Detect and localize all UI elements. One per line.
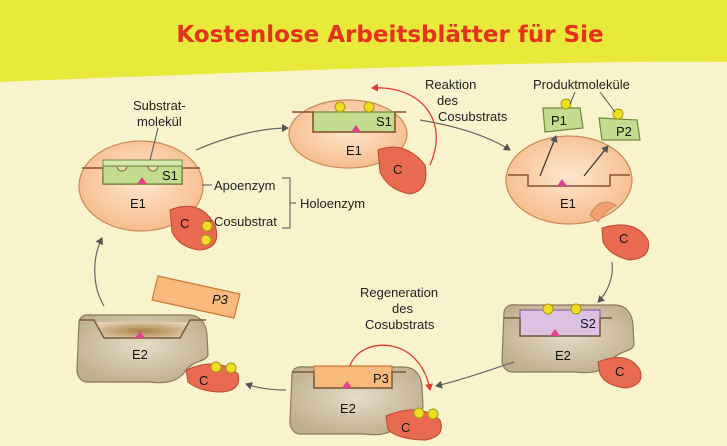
mark-c-stage1: C xyxy=(180,216,189,231)
mark-c-stage5: C xyxy=(401,420,410,435)
ligand-dot xyxy=(413,407,425,419)
label-reaktion-line3: Cosubstrats xyxy=(438,109,508,124)
label-cosubstrat: Cosubstrat xyxy=(214,214,277,229)
label-reaktion-line1: Reaktion xyxy=(425,77,476,92)
ligand-dot xyxy=(570,303,582,315)
active-site xyxy=(135,331,145,338)
mark-e2-stage6: E2 xyxy=(132,347,148,362)
enzyme-e2-s2 xyxy=(501,303,635,374)
mark-c-stage6: C xyxy=(199,373,208,388)
mark-e1-stage2: E1 xyxy=(346,143,362,158)
holoenzym-bracket xyxy=(282,177,296,229)
cosubstrate-c-shape xyxy=(377,146,427,195)
cosubstrate-c-shape xyxy=(597,357,642,389)
label-produkt: Produktmoleküle xyxy=(533,77,630,92)
product-p2-group xyxy=(598,108,641,141)
arrow-to-p1 xyxy=(539,135,558,177)
label-reaktion-line2: des xyxy=(437,93,458,108)
mark-p2: P2 xyxy=(616,124,632,139)
page-title: Kostenlose Arbeitsblätter für Sie xyxy=(176,22,603,48)
cosubstrate-c-shape xyxy=(601,224,650,261)
enzyme-e1-holoenzyme xyxy=(78,140,204,232)
mark-e2-stage5: E2 xyxy=(340,401,356,416)
active-pocket xyxy=(94,322,190,338)
label-holoenzym: Holoenzym xyxy=(300,196,365,211)
ligand-dot xyxy=(560,98,572,110)
mark-c-stage2: C xyxy=(393,162,402,177)
cosubstrate-pocket xyxy=(589,201,618,223)
active-site xyxy=(550,329,560,336)
mark-p3-stage6: P3 xyxy=(212,292,229,307)
leader-produkt xyxy=(569,91,576,105)
cycle-arrow-6 xyxy=(94,237,105,307)
active-site xyxy=(351,125,361,132)
label-regeneration-line3: Cosubstrats xyxy=(365,317,435,332)
mark-e2-stage4: E2 xyxy=(555,348,571,363)
cycle-arrow-3 xyxy=(597,261,613,303)
arrow-to-p2 xyxy=(583,145,609,177)
regeneration-red-arrow xyxy=(349,344,433,391)
cycle-arrow-2 xyxy=(419,119,511,151)
ligand-dot xyxy=(210,361,222,373)
active-site xyxy=(137,177,147,184)
label-regeneration-line1: Regeneration xyxy=(360,285,438,300)
ligand-dot xyxy=(363,101,375,113)
product-p3-group xyxy=(151,275,241,319)
ligand-dot xyxy=(612,108,624,120)
mark-c-stage4: C xyxy=(615,364,624,379)
label-substrat-line2: molekül xyxy=(137,114,182,129)
reaction-red-arrow xyxy=(371,83,437,166)
ligand-dot xyxy=(334,101,346,113)
cosubstrate-c-group xyxy=(185,361,240,393)
mark-e1-stage1: E1 xyxy=(130,196,146,211)
product-p1-group xyxy=(542,98,584,133)
cycle-arrow-1 xyxy=(195,124,289,151)
product-p3-shape xyxy=(151,275,241,319)
mark-p1: P1 xyxy=(551,113,567,128)
cycle-arrow-5 xyxy=(245,382,287,391)
mark-c-stage3: C xyxy=(619,231,628,246)
label-regeneration-line2: des xyxy=(392,301,413,316)
cycle-arrow-4 xyxy=(435,361,515,389)
label-substrat-line1: Substrat- xyxy=(133,98,186,113)
ligand-dot xyxy=(200,234,212,246)
cosubstrate-c-group xyxy=(601,224,650,261)
label-apoenzym: Apoenzym xyxy=(214,178,275,193)
leader-produkt xyxy=(599,91,616,113)
ligand-dot xyxy=(427,408,439,420)
title-banner xyxy=(0,0,727,82)
mark-s1-stage1: S1 xyxy=(162,168,178,183)
mark-s1-stage2: S1 xyxy=(376,114,392,129)
ligand-dot xyxy=(542,303,554,315)
mark-e1-stage3: E1 xyxy=(560,196,576,211)
cosubstrate-c-group xyxy=(377,146,427,195)
enzyme-e1-products xyxy=(505,135,633,225)
leader-substrat xyxy=(149,127,159,161)
cosubstrate-c-group xyxy=(169,205,218,251)
ligand-dot xyxy=(201,220,213,232)
mark-p3-stage5: P3 xyxy=(373,371,389,386)
active-site xyxy=(342,381,352,388)
mark-s2: S2 xyxy=(580,316,596,331)
product-p2-shape xyxy=(598,117,641,141)
substrate-s1-shape xyxy=(102,165,183,185)
enzyme-e1-reaction xyxy=(288,99,408,169)
substrate-s1-top xyxy=(102,159,183,167)
cosubstrate-c-group xyxy=(597,357,642,389)
enzyme-e2-empty xyxy=(76,314,209,384)
cosubstrate-c-group xyxy=(385,407,442,441)
ligand-dot xyxy=(225,362,237,374)
active-site xyxy=(557,179,567,186)
